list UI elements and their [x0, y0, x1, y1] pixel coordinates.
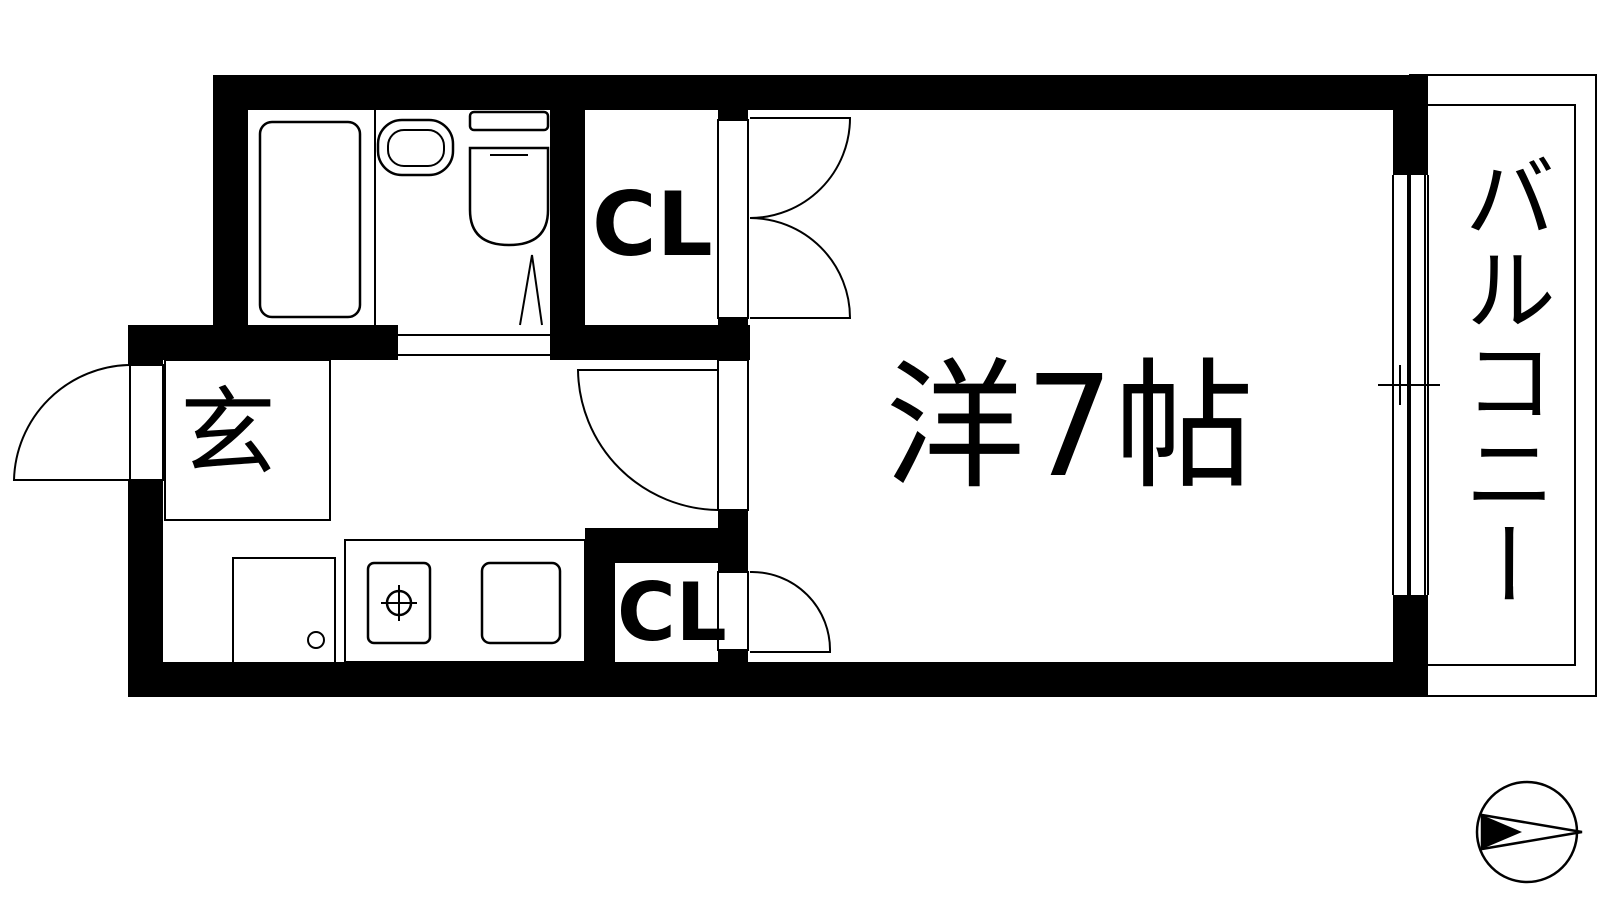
kitchen-counter	[344, 539, 586, 663]
toilet-tank-icon	[468, 110, 550, 132]
wall-stub-b	[718, 318, 748, 360]
entrance-door-frame	[129, 364, 164, 481]
wall-left-stub-top	[128, 325, 163, 365]
wall-bottom	[128, 662, 1413, 697]
toilet-door-mark	[519, 254, 543, 326]
main-room-label: 洋7帖	[885, 346, 1254, 509]
wall-closet-bottom	[550, 325, 750, 360]
bathroom	[258, 110, 550, 326]
closet-bottom-label: CL	[617, 566, 727, 659]
entrance-label: 玄	[180, 377, 276, 489]
closet2-door-swing	[749, 570, 832, 653]
doors	[12, 117, 852, 653]
closet-top-label: CL	[592, 173, 713, 276]
wall-left-upper	[213, 75, 248, 355]
partitions	[129, 119, 1440, 651]
washbasin-bowl	[387, 129, 445, 167]
kitchen	[232, 539, 586, 664]
closet-door-frame	[717, 119, 749, 319]
toilet-icon	[468, 146, 550, 247]
stove-frame	[366, 561, 432, 645]
drain-icon	[307, 631, 325, 649]
wall-top	[213, 75, 1413, 110]
genkan-step	[164, 359, 331, 521]
closet-door-swing-bottom	[749, 217, 852, 319]
compass-needle-fill	[1482, 815, 1522, 849]
sink-icon	[480, 561, 562, 645]
room-door-frame	[717, 359, 749, 511]
wall-right-top	[1393, 75, 1428, 175]
wall-left-lower	[128, 480, 163, 695]
washbasin-icon	[376, 118, 455, 177]
interior-walls	[550, 108, 750, 670]
entrance-door-swing	[12, 364, 131, 481]
wall-closet2-left	[585, 528, 615, 668]
bathtub-icon	[258, 120, 362, 319]
north-arrow-icon	[1475, 780, 1583, 884]
closet2-door-frame	[717, 571, 749, 651]
balcony-label: バルコニー	[1449, 150, 1556, 610]
room-door-swing	[576, 369, 719, 511]
wall-bath-closet	[550, 108, 585, 358]
closet-door-swing-top	[749, 117, 852, 219]
refrigerator-space	[232, 557, 336, 664]
wall-stub-d	[718, 650, 748, 670]
wall-right-bottom	[1393, 595, 1428, 697]
wall-genkan-top	[128, 325, 398, 360]
exterior-walls	[128, 75, 1428, 697]
wall-stub-a	[718, 108, 748, 120]
